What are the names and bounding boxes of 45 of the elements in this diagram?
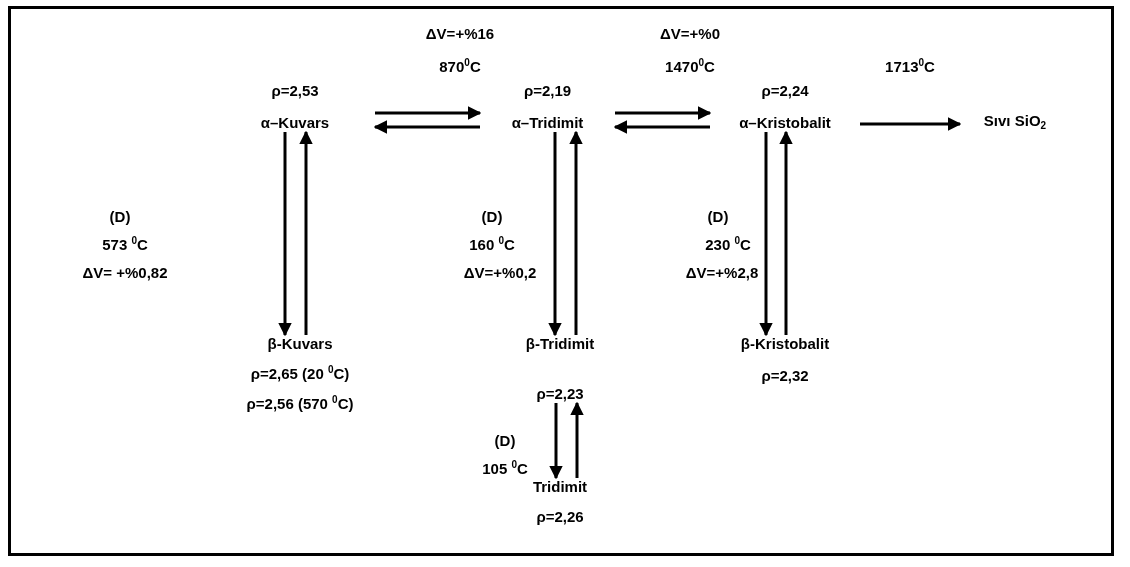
condition-label: ΔV=+%0 xyxy=(660,25,720,43)
condition-label: ΔV=+%2,8 xyxy=(685,264,759,282)
phase-label: α–Kristobalit xyxy=(739,114,831,132)
condition-label: (D) xyxy=(109,208,131,226)
phase-label: Sıvı SiO$_{2}$ xyxy=(983,112,1047,130)
condition-label: ΔV=+%16 xyxy=(425,25,495,43)
phase-label: Tridimit xyxy=(532,478,588,496)
arrow xyxy=(373,120,480,134)
arrow xyxy=(278,132,292,337)
arrow xyxy=(375,106,482,120)
edge-label: 1713$^{0}$C xyxy=(885,58,935,76)
condition-label: ΔV=+%0,2 xyxy=(463,264,537,282)
edge-label: 1470$^{0}$C xyxy=(665,58,715,76)
arrow xyxy=(860,117,962,131)
condition-label: (D) xyxy=(707,208,729,226)
arrow xyxy=(615,106,712,120)
condition-label: 230 $^{0}$C xyxy=(705,236,751,254)
phase-label: ρ=2,19 xyxy=(523,82,572,100)
condition-label: 105 $^{0}$C xyxy=(482,460,528,478)
arrow xyxy=(299,130,313,335)
phase-label: ρ=2,56 (570 $^{0}$C) xyxy=(246,395,354,413)
phase-label: α–Tridimit xyxy=(511,114,584,132)
phase-label: β-Kuvars xyxy=(267,335,333,353)
phase-label: ρ=2,24 xyxy=(761,82,809,100)
arrow xyxy=(613,120,710,134)
arrow xyxy=(569,130,583,335)
condition-label: 160 $^{0}$C xyxy=(469,236,515,254)
phase-label: β-Kristobalit xyxy=(740,335,830,353)
arrow xyxy=(549,403,563,480)
phase-label: ρ=2,26 xyxy=(536,508,584,526)
phase-label: ρ=2,32 xyxy=(761,367,809,385)
phase-label: ρ=2,23 xyxy=(536,385,584,403)
condition-label: (D) xyxy=(481,208,503,226)
phase-label: ρ=2,65 (20 $^{0}$C) xyxy=(250,365,350,383)
arrow xyxy=(779,130,793,335)
condition-label: (D) xyxy=(494,432,516,450)
phase-label: ρ=2,53 xyxy=(271,82,319,100)
phase-label: α–Kuvars xyxy=(260,114,330,132)
phase-label: β-Tridimit xyxy=(525,335,595,353)
arrow xyxy=(570,401,584,478)
arrow xyxy=(548,132,562,337)
edge-label: 870$^{0}$C xyxy=(439,58,481,76)
condition-label: 573 $^{0}$C xyxy=(102,236,148,254)
arrow xyxy=(759,132,773,337)
condition-label: ΔV= +%0,82 xyxy=(82,264,168,282)
